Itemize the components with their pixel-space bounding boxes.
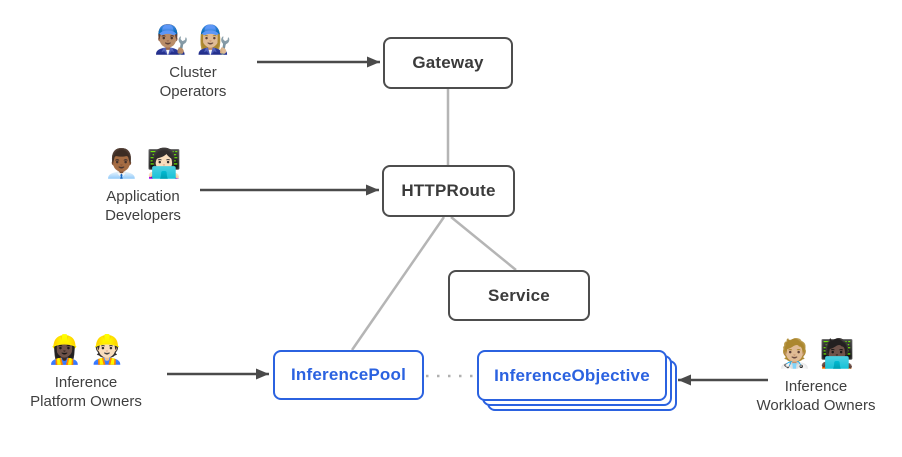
cluster-operators-emoji: 👨🏽‍🔧 👩🏼‍🔧 [154, 24, 232, 55]
persona-cluster-operators: 👨🏽‍🔧 👩🏼‍🔧 Cluster Operators [108, 22, 278, 101]
inference-workload-owners-label: Inference Workload Owners [756, 378, 876, 414]
node-service-label: Service [488, 285, 550, 305]
persona-inference-platform-owners: 👷🏿‍♀️ 👷🏻 Inference Platform Owners [1, 332, 171, 411]
inference-platform-owners-emoji: 👷🏿‍♀️ 👷🏻 [47, 334, 125, 365]
edge-httproute-service [450, 216, 517, 271]
node-inference-pool: InferencePool [273, 350, 424, 400]
edge-httproute-inferencepool [350, 216, 446, 351]
node-inference-pool-label: InferencePool [290, 365, 407, 384]
node-httproute: HTTPRoute [382, 165, 515, 217]
persona-inference-workload-owners: 🧑🏼‍⚕️ 🧑🏿‍💻 Inference Workload Owners [731, 336, 901, 415]
persona-application-developers: 👨🏾‍💼 👩🏻‍💻 Application Developers [58, 146, 228, 225]
node-service: Service [448, 270, 590, 321]
node-inference-objective: InferenceObjective [477, 350, 667, 401]
inference-platform-owners-label: Inference Platform Owners [30, 374, 142, 410]
node-inference-objective-label: InferenceObjective [494, 365, 650, 385]
node-gateway-label: Gateway [412, 53, 484, 72]
application-developers-emoji: 👨🏾‍💼 👩🏻‍💻 [104, 148, 182, 179]
inference-workload-owners-emoji: 🧑🏼‍⚕️ 🧑🏿‍💻 [777, 338, 855, 369]
application-developers-label: Application Developers [105, 188, 181, 224]
node-httproute-label: HTTPRoute [401, 181, 496, 200]
node-gateway: Gateway [383, 37, 513, 89]
cluster-operators-label: Cluster Operators [159, 64, 227, 100]
